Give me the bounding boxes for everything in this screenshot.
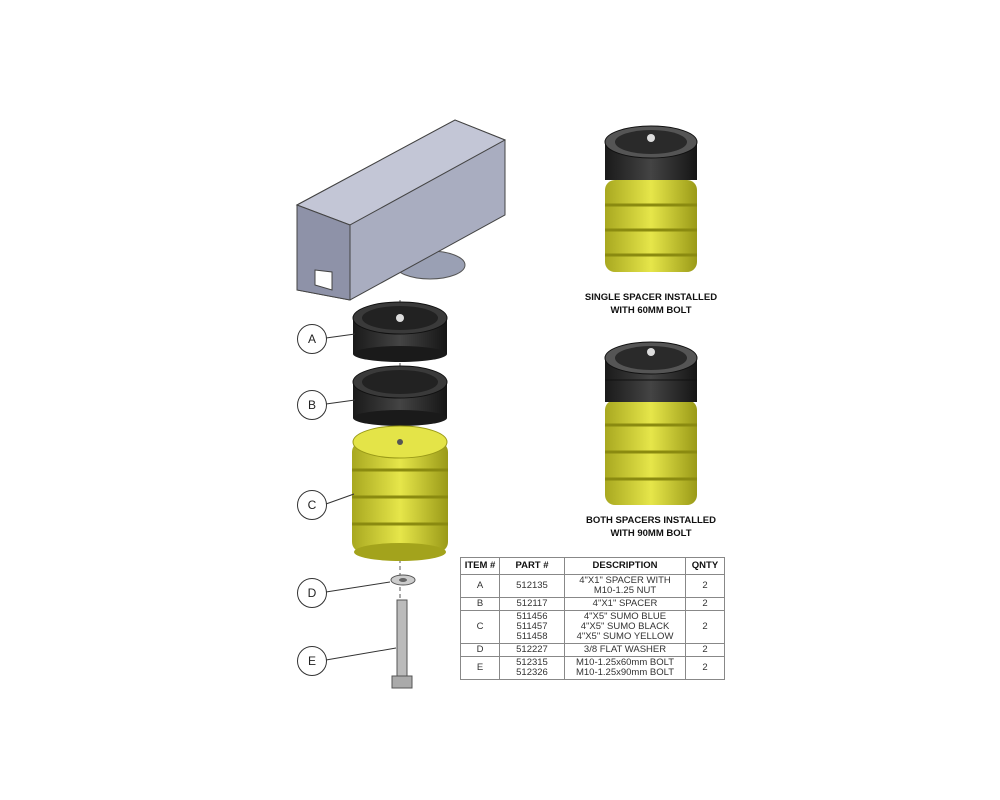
cell-text: E — [476, 662, 484, 673]
bill-of-materials-table: ITEM # PART # DESCRIPTION QNTY A 512135 4"… — [460, 557, 725, 680]
cell-text: B — [476, 598, 484, 609]
cell-line: 4"X5" SUMO BLACK — [580, 621, 670, 632]
header-description: DESCRIPTION — [564, 557, 686, 575]
caption-line: SINGLE SPACER INSTALLED — [584, 292, 718, 303]
cell-text: 2 — [702, 598, 708, 609]
cell-item: E — [460, 656, 500, 680]
callout-d: D — [297, 578, 327, 608]
washer-d — [390, 574, 416, 586]
single-spacer-caption: SINGLE SPACER INSTALLED WITH 60MM BOLT — [551, 291, 751, 317]
cell-item: D — [460, 643, 500, 657]
frame-rail — [295, 119, 507, 301]
cell-line: 511458 — [516, 631, 548, 642]
bolt-e — [391, 599, 413, 689]
callout-a: A — [297, 324, 327, 354]
cell-line: M10-1.25x60mm BOLT — [575, 657, 675, 668]
cell-description: 3/8 FLAT WASHER — [564, 643, 686, 657]
cell-part: 512117 — [499, 597, 565, 611]
cell-line: 512227 — [516, 644, 548, 655]
cell-item: A — [460, 574, 500, 598]
callout-c: C — [297, 490, 327, 520]
callout-leaders — [325, 333, 397, 661]
table-row: D 512227 3/8 FLAT WASHER 2 — [460, 643, 725, 657]
cell-text: 2 — [702, 662, 708, 673]
caption-line: WITH 90MM BOLT — [610, 528, 692, 539]
spacer-b — [352, 365, 448, 426]
callout-e: E — [297, 646, 327, 676]
cell-line: 4"X5" SUMO YELLOW — [576, 631, 674, 642]
caption-line: BOTH SPACERS INSTALLED — [585, 515, 716, 526]
single-spacer-assembly — [604, 125, 698, 272]
header-part: PART # — [499, 557, 565, 575]
cell-item: B — [460, 597, 500, 611]
cell-text: A — [476, 580, 484, 591]
cell-line: 512117 — [516, 598, 548, 609]
cell-part: 512135 — [499, 574, 565, 598]
cell-line: 4"X1" SPACER — [592, 598, 658, 609]
cell-text: 2 — [702, 621, 708, 632]
cell-line: 512326 — [516, 667, 548, 678]
cell-item: C — [460, 610, 500, 644]
cell-line: 511456 — [516, 611, 548, 622]
cell-text: C — [476, 621, 484, 632]
table-row: B 512117 4"X1" SPACER 2 — [460, 597, 725, 611]
cell-qnty: 2 — [685, 656, 725, 680]
header-qnty: QNTY — [685, 557, 725, 575]
cell-text: 2 — [702, 644, 708, 655]
header-item: ITEM # — [460, 557, 500, 575]
cell-qnty: 2 — [685, 597, 725, 611]
both-spacers-caption: BOTH SPACERS INSTALLED WITH 90MM BOLT — [551, 514, 751, 540]
cell-qnty: 2 — [685, 610, 725, 644]
both-spacers-assembly — [604, 341, 698, 505]
cell-text: 2 — [702, 580, 708, 591]
cell-line: 512315 — [516, 657, 548, 668]
spacer-a — [352, 301, 448, 362]
caption-line: WITH 60MM BOLT — [610, 305, 692, 316]
cell-part: 512227 — [499, 643, 565, 657]
cell-line: 4"X5" SUMO BLUE — [583, 611, 667, 622]
cell-text: D — [476, 644, 484, 655]
cell-line: 4"X1" SPACER WITH — [579, 575, 671, 586]
callout-b: B — [297, 390, 327, 420]
cell-description: 4"X1" SPACER — [564, 597, 686, 611]
cell-line: 3/8 FLAT WASHER — [583, 644, 667, 655]
cell-line: 512135 — [516, 580, 548, 591]
cell-line: 511457 — [516, 621, 548, 632]
cell-line: M10-1.25x90mm BOLT — [575, 667, 675, 678]
cell-qnty: 2 — [685, 574, 725, 598]
cell-qnty: 2 — [685, 643, 725, 657]
sumo-spring-c — [352, 425, 448, 561]
cell-line: M10-1.25 NUT — [593, 585, 657, 596]
